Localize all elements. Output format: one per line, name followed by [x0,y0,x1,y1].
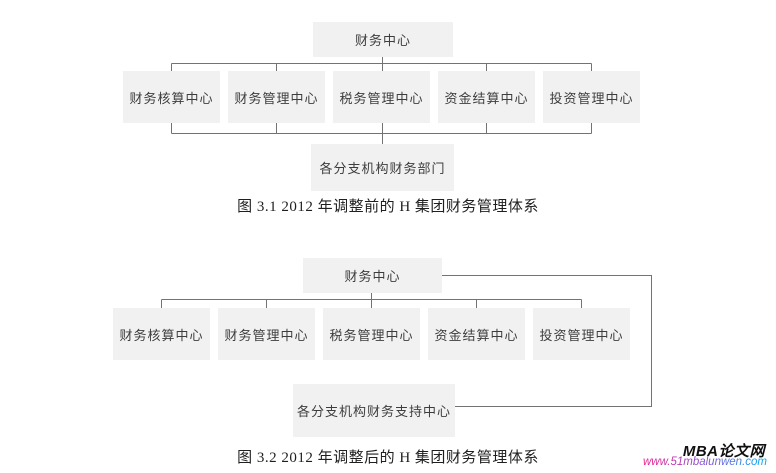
diagram1-bottom-node-branch-finance-dept: 各分支机构财务部门 [311,144,454,191]
diagram2-child-node-settlement-center: 资金结算中心 [428,308,525,360]
diagram1-top-connector [171,63,592,71]
watermark-brand-text: MBA论文网 [682,443,765,460]
diagram2-child-node-investment-center: 投资管理中心 [533,308,630,360]
diagram2-root-node: 财务中心 [303,258,442,293]
diagram1-figure-caption: 图 3.1 2012 年调整前的 H 集团财务管理体系 [237,199,539,215]
diagram1-child-node-accounting-center: 财务核算中心 [123,71,220,123]
diagram2-child-node-tax-mgmt-center: 税务管理中心 [323,308,420,360]
diagram1-child-node-settlement-center: 资金结算中心 [438,71,535,123]
diagram2-figure-caption: 图 3.2 2012 年调整后的 H 集团财务管理体系 [237,450,539,466]
diagram2-right-loop-connector [442,275,652,407]
diagram2-child-node-finance-mgmt-center: 财务管理中心 [218,308,315,360]
diagram1-child-node-finance-mgmt-center: 财务管理中心 [228,71,325,123]
diagram2-top-connector [161,299,582,308]
diagram1-bottom-connector [171,123,592,144]
diagram1-child-node-investment-center: 投资管理中心 [543,71,640,123]
watermark-url-text: www.51mbalunwen.com [642,456,767,468]
diagram2-child-node-accounting-center: 财务核算中心 [113,308,210,360]
diagram2-bottom-node-branch-finance-support-center: 各分支机构财务支持中心 [293,384,455,437]
diagram1-child-node-tax-mgmt-center: 税务管理中心 [333,71,430,123]
diagram1-root-node: 财务中心 [313,22,453,57]
